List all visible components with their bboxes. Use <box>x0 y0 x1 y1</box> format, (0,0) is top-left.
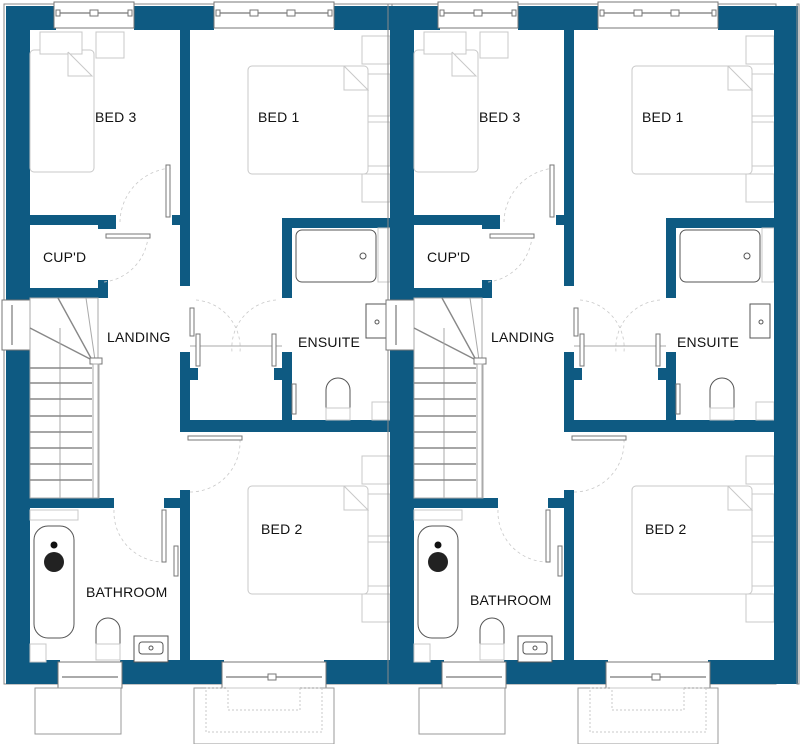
wall-right-outer <box>774 6 798 684</box>
room-label-ensuite: ENSUITE <box>677 334 740 350</box>
room-label-bed3: BED 3 <box>95 109 137 125</box>
room-label-bed1: BED 1 <box>642 109 684 125</box>
room-label-landing: LANDING <box>491 329 555 345</box>
room-label-bed1: BED 1 <box>258 109 300 125</box>
room-label-bed3: BED 3 <box>479 109 521 125</box>
room-label-bed2: BED 2 <box>261 521 303 537</box>
room-label-bathroom: BATHROOM <box>86 584 168 600</box>
room-label-cupd: CUP'D <box>427 249 471 265</box>
room-label-landing: LANDING <box>107 329 171 345</box>
room-label-bed2: BED 2 <box>645 521 687 537</box>
unit-left <box>1 1 393 744</box>
room-label-ensuite: ENSUITE <box>298 334 361 350</box>
unit-right <box>385 1 777 744</box>
room-label-bathroom: BATHROOM <box>470 592 552 608</box>
room-label-cupd: CUP'D <box>43 249 87 265</box>
